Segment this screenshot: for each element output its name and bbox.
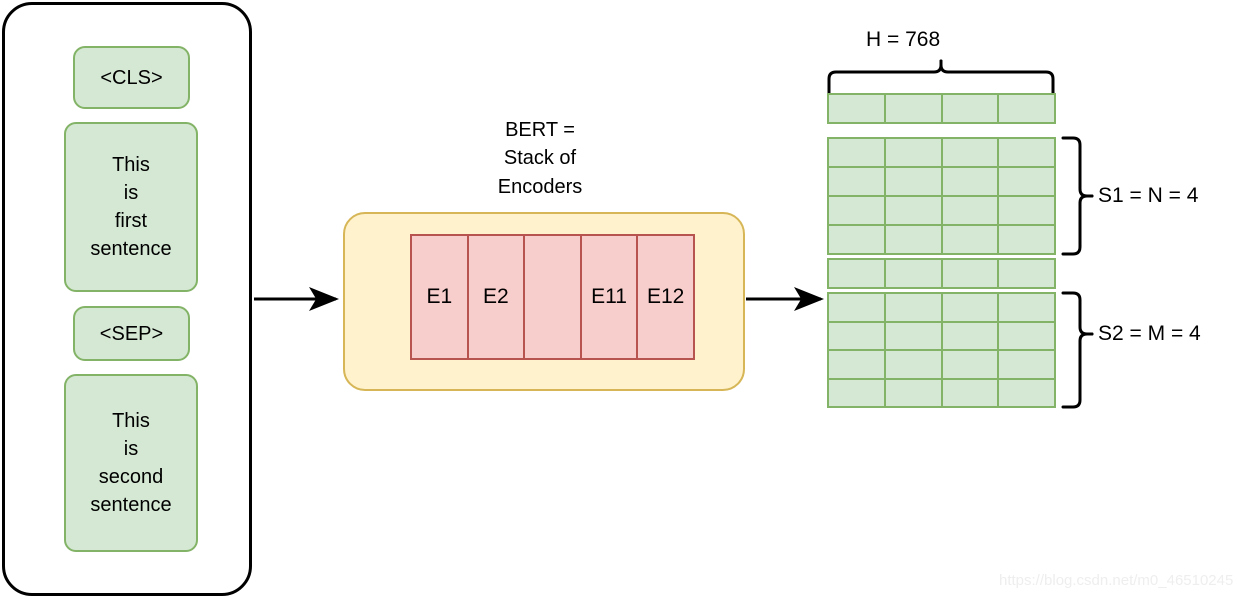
matrix-row	[829, 139, 1054, 168]
matrix-row	[829, 168, 1054, 197]
matrix-cell	[886, 197, 943, 224]
matrix-cell	[943, 226, 1000, 253]
s1-brace-label: S1 = N = 4	[1098, 184, 1199, 207]
matrix-cell	[829, 351, 886, 378]
matrix-cell	[999, 323, 1054, 350]
matrix-cell	[886, 379, 943, 406]
matrix-row	[829, 379, 1054, 407]
matrix-cell	[943, 139, 1000, 166]
token-box-first-sentence[interactable]: This is first sentence	[64, 122, 198, 292]
matrix-cell	[829, 294, 886, 321]
matrix-cell	[999, 260, 1054, 287]
matrix-cell	[829, 226, 886, 253]
matrix-cell	[829, 379, 886, 406]
brace-s1	[1061, 136, 1094, 256]
output-block-cls-vector	[827, 93, 1056, 124]
matrix-row	[829, 294, 1054, 323]
s2-brace-label: S2 = M = 4	[1098, 322, 1201, 345]
matrix-row	[829, 322, 1054, 351]
input-sequence-container: <CLS> This is first sentence <SEP> This …	[2, 2, 252, 596]
matrix-cell	[943, 294, 1000, 321]
matrix-cell	[943, 168, 1000, 195]
matrix-cell	[999, 197, 1054, 224]
matrix-row	[829, 260, 1054, 287]
output-block-sep-vector	[827, 258, 1056, 289]
matrix-cell	[886, 294, 943, 321]
matrix-cell	[829, 260, 886, 287]
matrix-cell	[886, 322, 943, 349]
matrix-cell	[943, 379, 1000, 406]
matrix-cell	[943, 351, 1000, 378]
brace-s2	[1061, 291, 1094, 409]
matrix-cell	[943, 95, 1000, 122]
matrix-cell	[829, 139, 886, 166]
matrix-cell	[886, 95, 943, 122]
matrix-cell	[943, 260, 1000, 287]
encoder-cell-e2[interactable]: E2	[469, 236, 526, 358]
matrix-cell	[829, 95, 886, 122]
matrix-cell	[999, 95, 1054, 122]
encoder-cell-e1[interactable]: E1	[412, 236, 469, 358]
matrix-cell	[829, 197, 886, 224]
matrix-cell	[999, 139, 1054, 166]
matrix-cell	[999, 168, 1054, 195]
matrix-row	[829, 226, 1054, 253]
matrix-cell	[886, 226, 943, 253]
matrix-cell	[829, 322, 886, 349]
encoder-cell-e12[interactable]: E12	[646, 285, 685, 308]
encoder-cell-ellipsis[interactable]	[525, 236, 582, 358]
matrix-cell	[829, 168, 886, 195]
bert-caption: BERT = Stack of Encoders	[497, 119, 583, 198]
matrix-row	[829, 351, 1054, 380]
token-box-cls[interactable]: <CLS>	[73, 46, 190, 109]
matrix-row	[829, 95, 1054, 122]
output-block-s2-vectors	[827, 292, 1056, 408]
matrix-cell	[886, 260, 943, 287]
matrix-cell	[943, 197, 1000, 224]
token-box-second-sentence[interactable]: This is second sentence	[64, 374, 198, 552]
watermark: https://blog.csdn.net/m0_46510245	[999, 572, 1234, 589]
matrix-cell	[886, 168, 943, 195]
encoder-cell-e11[interactable]: E11	[582, 236, 639, 358]
matrix-cell	[886, 139, 943, 166]
brace-hidden-size	[827, 59, 1055, 95]
matrix-cell	[999, 226, 1054, 253]
encoder-stack: E1 E2 E11 E12	[410, 234, 695, 360]
matrix-cell	[999, 351, 1054, 378]
hidden-size-label: H = 768	[866, 28, 941, 51]
output-block-s1-vectors	[827, 137, 1056, 255]
matrix-row	[829, 197, 1054, 226]
matrix-cell	[999, 294, 1054, 321]
matrix-cell	[943, 322, 1000, 349]
matrix-cell	[886, 351, 943, 378]
matrix-cell	[999, 380, 1054, 407]
token-box-sep[interactable]: <SEP>	[73, 306, 190, 361]
